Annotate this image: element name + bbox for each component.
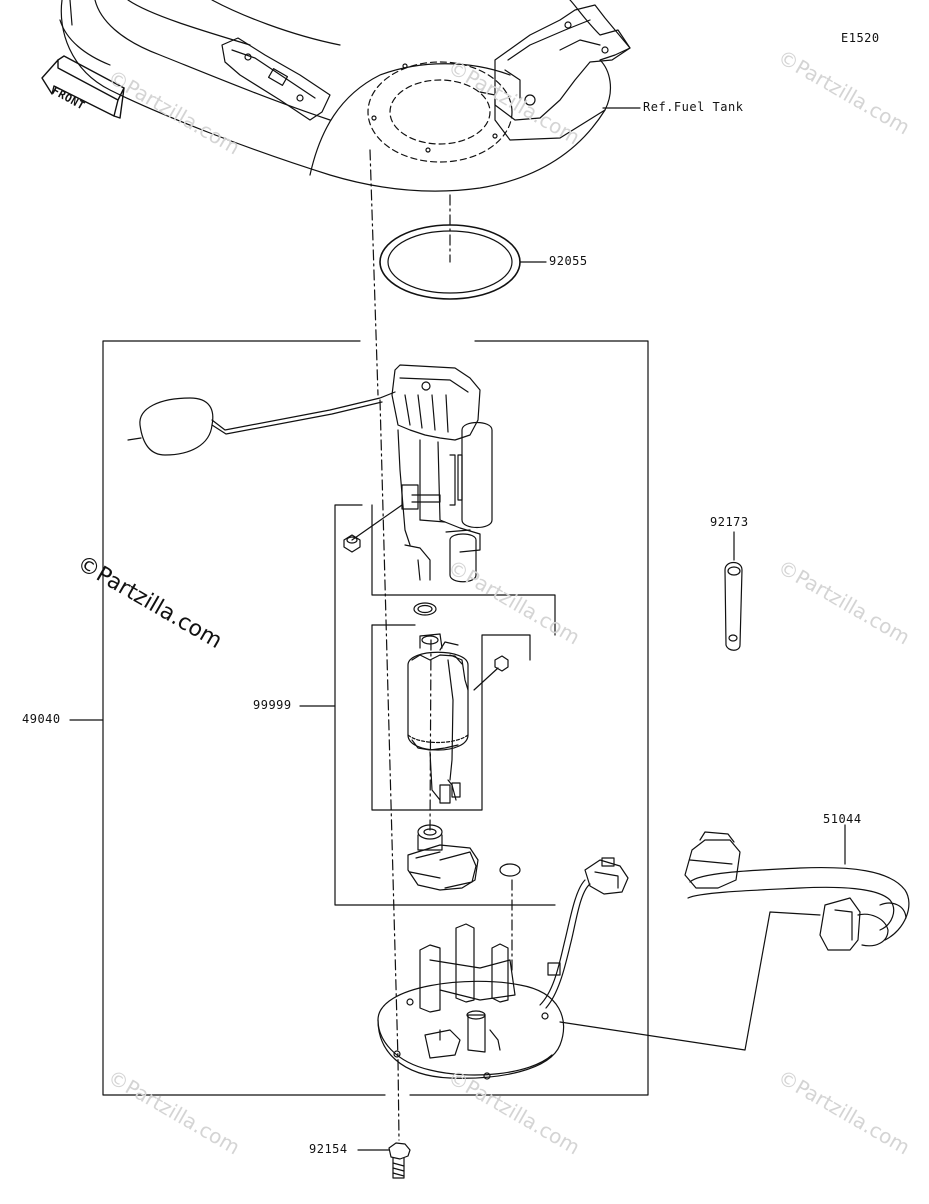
label-92173: 92173: [710, 515, 749, 529]
label-51044: 51044: [823, 812, 862, 826]
label-99999: 99999: [253, 698, 292, 712]
leader-screw: [473, 667, 499, 691]
label-49040: 49040: [22, 712, 61, 726]
band-92173: [724, 531, 743, 651]
pump-base-flange: [377, 923, 565, 1080]
center-line: [369, 149, 379, 396]
assembly-box-49040: [69, 340, 649, 1096]
bolt-92154: [357, 1059, 411, 1179]
label-92055: 92055: [549, 254, 588, 268]
label-92154: 92154: [309, 1142, 348, 1156]
fuel-level-float: [127, 391, 396, 456]
front-direction-arrow: [41, 55, 125, 119]
kit-box-99999: [299, 504, 556, 906]
nut-small: [343, 534, 361, 553]
pump-filter: [407, 824, 479, 891]
pump-bracket-upper: [391, 364, 493, 583]
label-fuel-tank-ref: Ref.Fuel Tank: [643, 100, 744, 114]
fuel-hose-51044: [559, 824, 910, 1051]
small-o-ring: [413, 602, 437, 616]
diagram-code: E1520: [841, 31, 880, 45]
o-ring-92055: [379, 194, 547, 300]
pump-wire-harness: [539, 857, 629, 1009]
screw-small: [494, 655, 509, 672]
fuel-pump: [407, 633, 469, 804]
washer: [499, 863, 521, 877]
fuel-tank: [59, 0, 631, 192]
leader-nut: [351, 504, 403, 541]
